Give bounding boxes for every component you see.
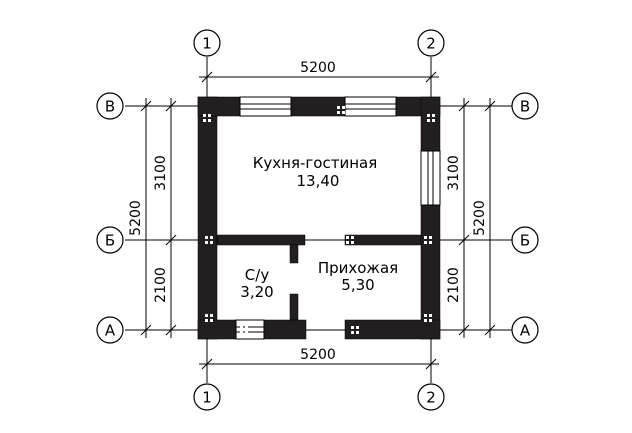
window-top-left [239, 96, 292, 117]
axis-label-1-bottom: 1 [202, 389, 212, 407]
column-marker [424, 314, 432, 322]
axis-bubble-1-bottom: 1 [193, 383, 221, 411]
column-marker [240, 326, 248, 334]
room-kitchen-area: 13,40 [297, 172, 340, 190]
axis-bubble-1-top: 1 [193, 29, 221, 57]
axis-label-v-left: В [105, 98, 115, 116]
dim-top-width: 5200 [300, 60, 336, 76]
axis-label-b-right: Б [520, 232, 530, 250]
column-marker [205, 236, 213, 244]
window-bottom [235, 319, 265, 340]
axis-label-1-top: 1 [202, 35, 212, 53]
room-bathroom-area: 3,20 [240, 283, 273, 301]
window-top-right [344, 96, 397, 117]
axis-label-2-top: 2 [426, 35, 436, 53]
axis-bubble-v-left: В [96, 92, 124, 120]
room-kitchen-name: Кухня-гостиная [253, 154, 377, 172]
axis-label-a-left: А [105, 322, 116, 340]
axis-label-b-left: Б [105, 232, 115, 250]
axis-label-a-right: А [520, 322, 531, 340]
axis-bubble-b-right: Б [511, 226, 539, 254]
window-right [420, 150, 441, 206]
dimension-lines [140, 71, 496, 370]
column-marker [351, 326, 359, 334]
axis-bubble-v-right: В [511, 92, 539, 120]
column-marker [203, 114, 211, 122]
axis-bubble-2-bottom: 2 [417, 383, 445, 411]
column-marker [427, 114, 435, 122]
dim-left-upper: 3100 [153, 155, 169, 191]
axis-label-v-right: В [520, 98, 530, 116]
axis-bubble-2-top: 2 [417, 29, 445, 57]
windows [235, 96, 441, 340]
dim-right-lower: 2100 [446, 267, 462, 303]
column-marker [424, 236, 432, 244]
dim-left-overall: 5200 [128, 200, 144, 236]
column-markers [203, 106, 435, 334]
axis-bubble-b-left: Б [96, 226, 124, 254]
dim-left-lower: 2100 [153, 267, 169, 303]
column-marker [205, 314, 213, 322]
door-openings [305, 239, 345, 331]
dim-right-overall: 5200 [472, 200, 488, 236]
column-marker [346, 236, 354, 244]
room-hall-name: Прихожая [318, 259, 398, 277]
walls [197, 96, 441, 340]
room-bathroom-name: С/у [245, 266, 270, 284]
dim-right-upper: 3100 [446, 155, 462, 191]
axis-bubble-a-right: А [511, 316, 539, 344]
column-marker [337, 106, 345, 114]
axis-bubble-a-left: А [96, 316, 124, 344]
dim-bottom-width: 5200 [300, 347, 336, 363]
axis-label-2-bottom: 2 [426, 389, 436, 407]
room-hall-area: 5,30 [341, 276, 374, 294]
